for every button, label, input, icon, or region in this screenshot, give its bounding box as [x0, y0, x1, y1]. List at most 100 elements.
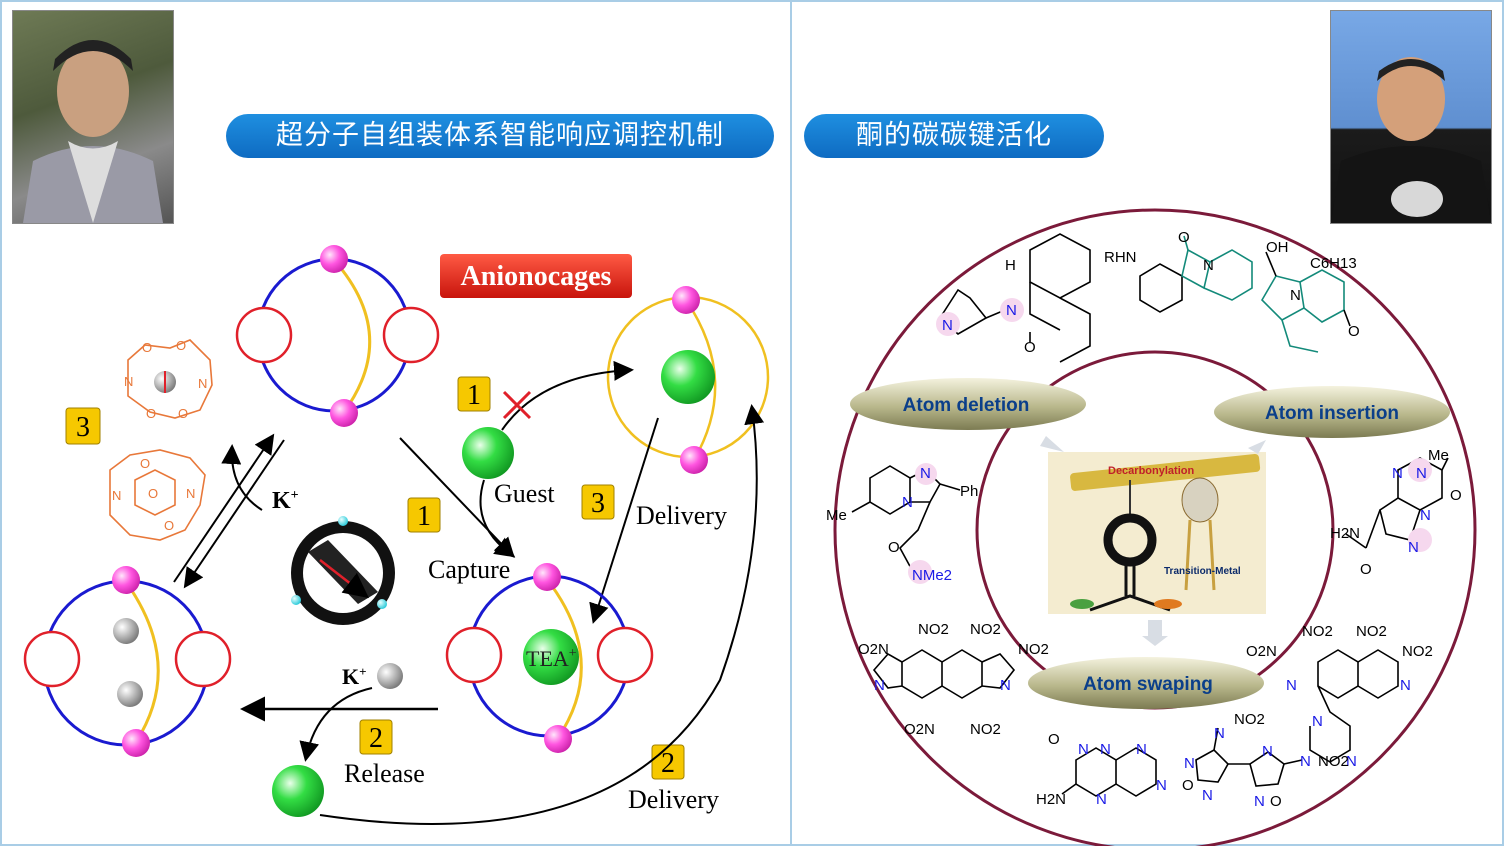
- arrow-delivery-top: [589, 417, 659, 624]
- chem-n: N: [1100, 741, 1111, 758]
- structure-quinuclidine: [936, 233, 1091, 363]
- tea-label: TEA: [526, 646, 569, 671]
- crown-n: N: [198, 376, 207, 391]
- step-number-3-right: 3: [581, 484, 615, 520]
- chem-n: N: [1156, 777, 1167, 794]
- chem-n: N: [1346, 753, 1357, 770]
- tea-sup: +: [569, 646, 577, 661]
- chem-n: N: [1078, 741, 1089, 758]
- chem-no2: NO2: [1302, 623, 1333, 640]
- svg-text:TEA+: TEA+: [526, 646, 577, 671]
- chem-no2: NO2: [918, 621, 949, 638]
- anionocages-label: Anionocages: [461, 261, 612, 292]
- chem-o: O: [1178, 229, 1190, 246]
- step-number-3-left: 3: [65, 407, 101, 445]
- chem-o2n: O2N: [858, 641, 889, 658]
- k-upper-label: K: [272, 488, 291, 514]
- switch-ring-icon: [291, 516, 395, 625]
- step-number-2-delivery: 2: [651, 744, 685, 780]
- crown-ether-top: [127, 339, 213, 419]
- chem-no2: NO2: [1234, 711, 1265, 728]
- chem-o: O: [1450, 487, 1462, 504]
- arrow-guest-blocked: [501, 360, 634, 431]
- svg-text:2: 2: [661, 748, 675, 779]
- step-number-1-mid: 1: [407, 497, 441, 533]
- arrow-delivery-loop: [319, 404, 765, 825]
- chem-o: O: [1182, 777, 1194, 794]
- released-guest-sphere: [272, 765, 324, 817]
- right-portrait-photo: [1330, 10, 1492, 224]
- chem-h2n: H2N: [1036, 791, 1066, 808]
- cage-potassium: [23, 566, 232, 757]
- structure-lactam: [1139, 235, 1253, 313]
- chem-no2: NO2: [1318, 753, 1349, 770]
- chem-n: N: [1202, 787, 1213, 804]
- left-title-pill: 超分子自组装体系智能响应调控机制: [226, 114, 774, 158]
- svg-text:K+: K+: [272, 488, 299, 514]
- crown-ether-bottom: [109, 449, 206, 541]
- decarbonylation-illustration: Decarbonylation Transition-Metal: [1048, 452, 1266, 614]
- chem-n: N: [1290, 287, 1301, 304]
- guest-label: Guest: [494, 479, 555, 508]
- atom-insertion-pill: Atom insertion: [1214, 386, 1450, 438]
- svg-text:Decarbonylation: Decarbonylation: [1108, 465, 1194, 477]
- anionocages-badge: Anionocages: [440, 254, 632, 298]
- chem-o: O: [1024, 339, 1036, 356]
- arrow-release-guest: [299, 687, 373, 762]
- svg-text:1: 1: [417, 501, 431, 532]
- chem-n: N: [1214, 725, 1225, 742]
- step-number-2-release: 2: [359, 719, 393, 755]
- chem-ph: Ph: [960, 483, 978, 500]
- chem-n: N: [942, 317, 953, 334]
- chem-c6h13: C6H13: [1310, 255, 1357, 272]
- chem-n: N: [1136, 741, 1147, 758]
- chem-rhn: RHN: [1104, 249, 1137, 266]
- arrow-cage-to-capture: [399, 437, 515, 558]
- step-number-1-top: 1: [457, 376, 491, 412]
- blocked-cross-icon: [502, 390, 532, 420]
- center-arrows: [1040, 436, 1266, 646]
- crown-o: O: [178, 406, 188, 421]
- chem-n: N: [1254, 793, 1265, 810]
- chem-n: N: [1286, 677, 1297, 694]
- chem-n: N: [1400, 677, 1411, 694]
- potassium-sphere: [377, 663, 403, 689]
- release-label: Release: [344, 759, 425, 788]
- crown-o: O: [142, 340, 152, 355]
- chem-n: N: [1096, 791, 1107, 808]
- right-title-pill: 酮的碳碳键活化: [804, 114, 1104, 158]
- chem-n: N: [1408, 539, 1419, 556]
- svg-text:Transition-Metal: Transition-Metal: [1164, 566, 1241, 577]
- crown-o: O: [148, 486, 158, 501]
- chem-n: N: [1006, 302, 1017, 319]
- equilibrium-arrows: [173, 433, 285, 589]
- chem-n: N: [1392, 465, 1403, 482]
- delivery-top-label: Delivery: [636, 501, 727, 530]
- chem-n: N: [920, 465, 931, 482]
- k-lower-label: K: [342, 664, 359, 689]
- chem-o2n: O2N: [1246, 643, 1277, 660]
- cage-tea: [445, 563, 654, 753]
- delivery-bottom-label: Delivery: [628, 785, 719, 814]
- crown-o: O: [176, 338, 186, 353]
- svg-text:3: 3: [591, 488, 605, 519]
- cage-top: [235, 245, 440, 427]
- chem-n: N: [1420, 507, 1431, 524]
- chem-h: H: [1005, 257, 1016, 274]
- structure-furazan: [1195, 727, 1303, 787]
- chem-n: N: [1312, 713, 1323, 730]
- chem-n: N: [1203, 257, 1214, 274]
- chem-no2: NO2: [1356, 623, 1387, 640]
- chem-nme2: NMe2: [912, 567, 952, 584]
- chem-no2: NO2: [1018, 641, 1049, 658]
- structure-triazinone: [1345, 457, 1449, 552]
- chem-oh: OH: [1266, 239, 1289, 256]
- structure-tetrazine: [1061, 747, 1157, 797]
- chem-no2: NO2: [1402, 643, 1433, 660]
- guest-sphere: [462, 427, 514, 479]
- panel-divider: [790, 0, 792, 846]
- crown-n: N: [112, 488, 121, 503]
- chem-me: Me: [826, 507, 847, 524]
- svg-text:2: 2: [369, 723, 383, 754]
